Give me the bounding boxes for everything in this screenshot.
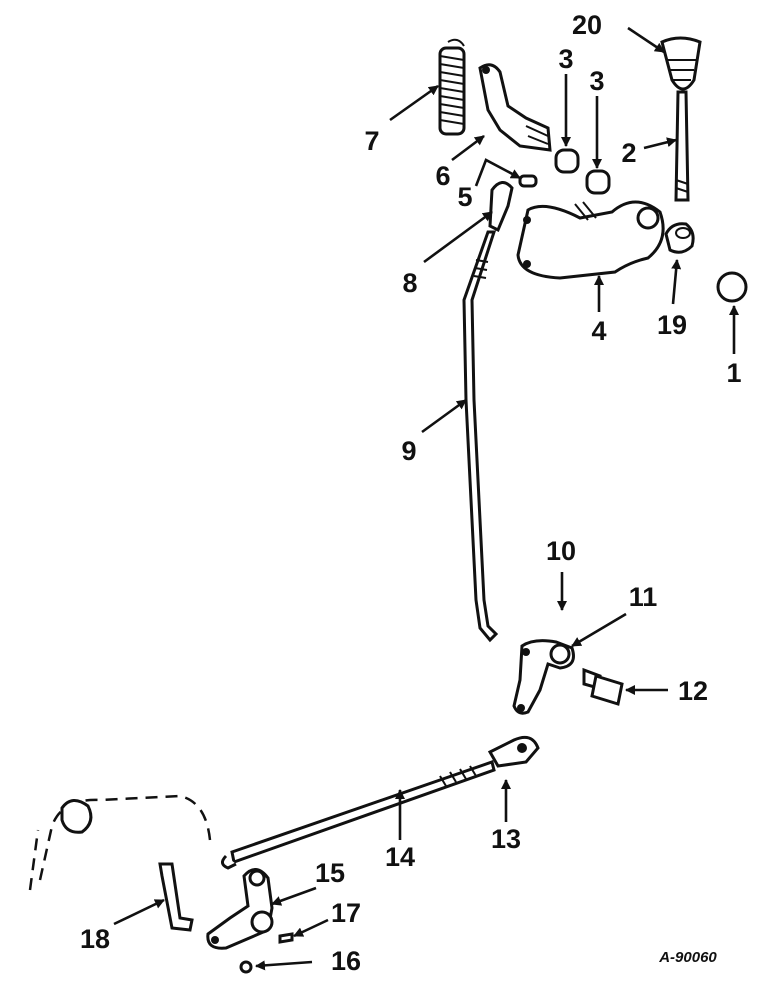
callout-19: 19 bbox=[657, 310, 687, 340]
leader-lines bbox=[113, 26, 739, 971]
washer-part bbox=[239, 960, 253, 974]
callout-16: 16 bbox=[331, 946, 361, 976]
callout-13: 13 bbox=[491, 824, 521, 854]
lower-lever-part bbox=[206, 868, 274, 950]
vertical-rod-part bbox=[462, 230, 499, 643]
callout-17: 17 bbox=[331, 898, 361, 928]
small-pin-part bbox=[278, 932, 294, 944]
bushing-part bbox=[664, 222, 695, 254]
horizontal-rod-part bbox=[221, 760, 496, 870]
lever-arm-part bbox=[478, 63, 552, 152]
callout-10: 10 bbox=[546, 536, 576, 566]
callout-9: 9 bbox=[401, 436, 416, 466]
callout-3a: 3 bbox=[558, 44, 573, 74]
bolt-part bbox=[582, 667, 624, 706]
lever-bracket-part bbox=[516, 200, 665, 280]
callout-20: 20 bbox=[572, 10, 602, 40]
callout-4: 4 bbox=[591, 316, 606, 346]
bell-crank-part bbox=[512, 639, 575, 715]
callout-5: 5 bbox=[457, 182, 472, 212]
clevis-part bbox=[488, 181, 514, 233]
callout-11: 11 bbox=[629, 582, 658, 612]
callout-1: 1 bbox=[726, 358, 741, 388]
callout-18: 18 bbox=[80, 924, 110, 954]
bushing-a-part bbox=[554, 148, 580, 174]
callout-2: 2 bbox=[621, 138, 636, 168]
callout-12: 12 bbox=[678, 676, 708, 706]
callout-14: 14 bbox=[385, 842, 415, 872]
spring-part bbox=[438, 38, 466, 136]
pin-part bbox=[518, 174, 538, 188]
rod-end-part bbox=[487, 735, 540, 768]
bushing-b-part bbox=[585, 169, 611, 195]
figure-code: A-90060 bbox=[658, 949, 717, 966]
small-bracket-part bbox=[158, 862, 194, 932]
callout-3b: 3 bbox=[589, 66, 604, 96]
shift-lever-part bbox=[674, 90, 690, 202]
cap-part bbox=[716, 271, 748, 303]
housing-outline bbox=[28, 794, 212, 891]
callout-15: 15 bbox=[315, 858, 345, 888]
shift-knob-part bbox=[660, 36, 702, 91]
callout-7: 7 bbox=[364, 126, 379, 156]
callout-8: 8 bbox=[402, 268, 417, 298]
callout-6: 6 bbox=[435, 161, 450, 191]
